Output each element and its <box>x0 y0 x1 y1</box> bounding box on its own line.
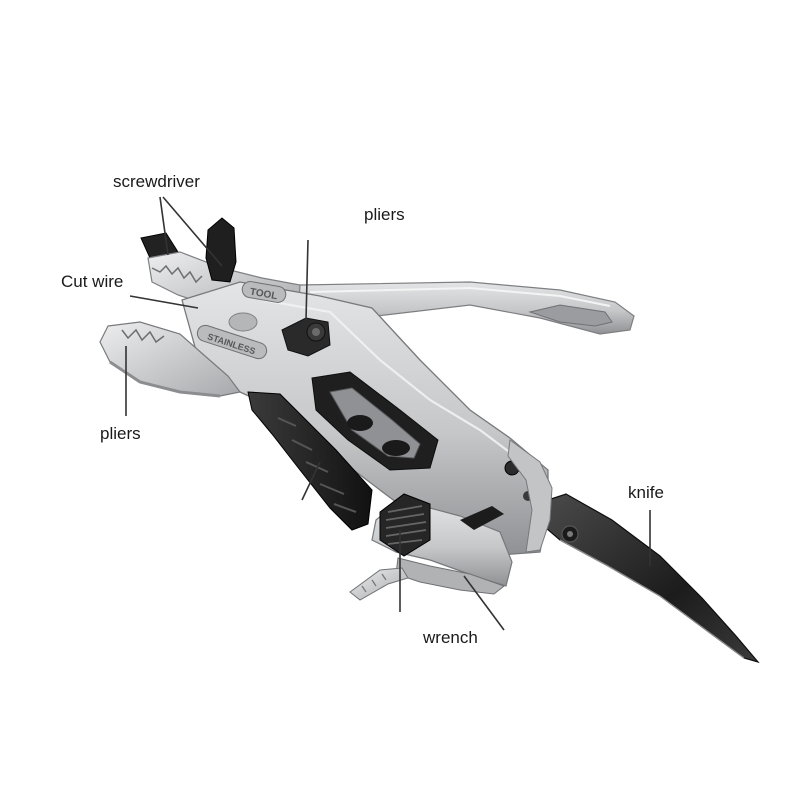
leader-cut-wire <box>129 295 199 309</box>
leader-pliers-top <box>305 239 309 321</box>
lower-jaw-shade <box>109 360 221 398</box>
knife-pivot-center <box>567 531 573 537</box>
label-knife: knife <box>628 483 664 502</box>
label-pliers-top: pliers <box>364 205 405 224</box>
label-wrench: wrench <box>423 628 478 647</box>
leader-grip <box>301 461 321 501</box>
pivot-screw-head <box>312 328 320 336</box>
leader-lines <box>125 196 651 631</box>
body-tip <box>507 439 553 553</box>
leader-wrench-jaw <box>463 575 505 631</box>
lower-jaw-teeth <box>121 328 165 344</box>
wrench-slot <box>460 506 504 530</box>
leader-screwdriver-flat <box>159 196 169 256</box>
brand-stamp-text: TOOL <box>249 287 278 303</box>
jaw-teeth <box>151 264 203 284</box>
leader-screwdriver-phillips <box>162 196 223 267</box>
rivet-hole <box>228 312 258 332</box>
label-screwdriver: screwdriver <box>113 172 200 191</box>
hex-key-notches <box>361 573 387 593</box>
handle-slot <box>528 304 613 327</box>
body-highlight <box>261 298 521 461</box>
rubber-grip <box>247 391 373 531</box>
window-hole-2 <box>382 440 410 456</box>
phillips-screwdriver-bit <box>205 217 237 283</box>
window-hole-1 <box>347 415 373 431</box>
hex-key <box>349 567 409 601</box>
handle-highlight <box>309 286 611 307</box>
knife-blade <box>545 493 760 664</box>
worm-gear-teeth <box>385 505 427 545</box>
label-cut-wire: Cut wire <box>61 272 124 291</box>
knife-edge-highlight <box>559 539 745 659</box>
label-pliers-left: pliers <box>100 424 141 443</box>
brand-stamp: TOOL <box>241 281 287 303</box>
